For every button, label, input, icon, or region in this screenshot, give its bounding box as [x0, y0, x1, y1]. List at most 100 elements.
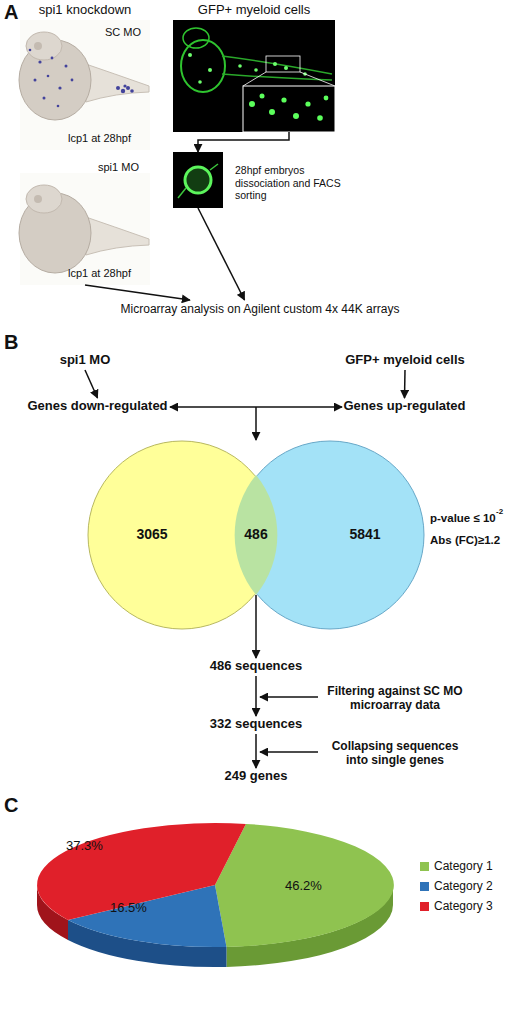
flow-arrow	[170, 406, 342, 408]
legend-text: Category 1	[434, 858, 493, 875]
gfp-dot	[281, 97, 286, 102]
step-text: Genes down-regulated	[25, 398, 170, 414]
stain-dot	[47, 75, 50, 78]
flow-arrow	[404, 370, 406, 398]
pie-slice	[215, 824, 394, 947]
image-label: spi1 MO	[98, 161, 150, 174]
percent-label: 37.3%	[66, 838, 103, 854]
gfp-dot	[249, 101, 255, 107]
image-background	[173, 152, 223, 208]
image-label: lcp1 at 28hpf	[68, 132, 150, 145]
step-text: Microarray analysis on Agilent custom 4x…	[105, 302, 415, 316]
flow-arrow	[85, 370, 98, 398]
legend-swatch	[420, 862, 429, 871]
process-step: Microarray analysis on Agilent custom 4x…	[105, 300, 415, 320]
stain-dot	[34, 79, 37, 82]
gfp-dot	[198, 80, 202, 84]
embryo-eye	[34, 195, 42, 203]
step-text: GFP+ myeloid cells	[325, 352, 485, 368]
threshold-text: p-value ≤ 10	[430, 512, 496, 526]
stain-dot	[57, 105, 60, 108]
gfp-dot	[208, 68, 212, 72]
embryo-head	[183, 28, 209, 48]
stain-dot	[130, 89, 134, 93]
panel-heading: GFP+ myeloid cells	[173, 2, 335, 18]
gfp-dot	[238, 64, 242, 68]
stain-dot	[71, 79, 74, 82]
fluorescence-image	[173, 20, 335, 132]
embryo-image	[19, 173, 150, 285]
stain-dot	[38, 60, 41, 63]
image-background	[173, 20, 335, 132]
lcp1-stain	[29, 49, 134, 108]
image-label: SC MO	[105, 26, 150, 39]
merge-arrow	[255, 407, 257, 440]
gfp-cells	[188, 53, 307, 84]
gfp-dot	[260, 94, 265, 99]
image-background	[20, 173, 150, 285]
step-text: 249 genes	[196, 768, 316, 784]
gfp-dot	[254, 68, 258, 72]
step-text: 332 sequences	[196, 716, 316, 732]
flow-step: 486 sequences	[196, 658, 316, 676]
embryo-image	[19, 20, 150, 150]
embryo-head	[26, 185, 62, 213]
legend-text: Category 3	[434, 898, 493, 915]
percent-label: 46.2%	[285, 878, 322, 894]
stain-dot	[126, 86, 130, 90]
panel-heading: spi1 knockdown	[30, 2, 140, 18]
embryo-tail	[222, 56, 332, 80]
image-background	[20, 20, 150, 150]
gfp-dot	[305, 101, 310, 106]
count: 486	[229, 526, 283, 543]
stain-dot	[121, 89, 125, 93]
flow-step: Genes up-regulated	[342, 398, 467, 416]
stain-dot	[58, 86, 61, 89]
pie-slice	[37, 823, 246, 920]
embryo-head	[26, 32, 62, 60]
gfp-dot	[269, 109, 275, 115]
count: 3065	[117, 526, 187, 543]
stain-dot	[123, 84, 126, 87]
flow-step: 332 sequences	[196, 716, 316, 734]
legend-swatch	[420, 882, 429, 891]
flow-arrow	[198, 208, 245, 300]
cell-protrusion	[178, 164, 218, 198]
step-text: spi1 MO	[40, 352, 130, 368]
image-panel: spi1 knockdown SC MO lcp1 at 28hpf	[20, 2, 150, 150]
gfp-dot	[317, 115, 323, 121]
image-panel: 28hpf embryos dissociation and FACS sort…	[173, 152, 223, 208]
gfp-dot	[273, 62, 277, 66]
count: 5841	[330, 526, 400, 543]
gfp-dot	[324, 96, 329, 101]
flow-arrow	[255, 734, 257, 768]
gfp-dot	[284, 66, 288, 70]
legend-swatch	[420, 902, 429, 911]
stain-dot	[65, 65, 68, 68]
flow-arrow	[255, 676, 257, 716]
flow-arrow	[198, 132, 289, 152]
image-caption: 28hpf embryos dissociation and FACS sort…	[235, 164, 343, 202]
zoom-line	[243, 72, 266, 86]
step-text: 486 sequences	[196, 658, 316, 674]
zoom-box	[266, 56, 300, 72]
panel-letter: A	[4, 0, 18, 24]
stain-dot	[116, 86, 120, 90]
cell-image	[173, 152, 223, 208]
percent-label: 16.5%	[110, 900, 147, 916]
step-note: Filtering against SC MO microarray data	[320, 684, 470, 713]
flow-step: 249 genes	[196, 768, 316, 786]
image-label: lcp1 at 28hpf	[68, 267, 150, 280]
gfp-dot	[188, 53, 192, 57]
panel-letter: C	[4, 793, 18, 817]
flow-arrow	[85, 285, 190, 300]
gfp-cell	[185, 167, 211, 193]
filter-arrow	[260, 696, 318, 698]
gfp-dot	[293, 113, 299, 119]
gfp-cells	[249, 94, 328, 121]
flow-step: Genes down-regulated	[25, 398, 170, 416]
stain-dot	[29, 49, 32, 52]
stain-dot	[43, 97, 46, 100]
